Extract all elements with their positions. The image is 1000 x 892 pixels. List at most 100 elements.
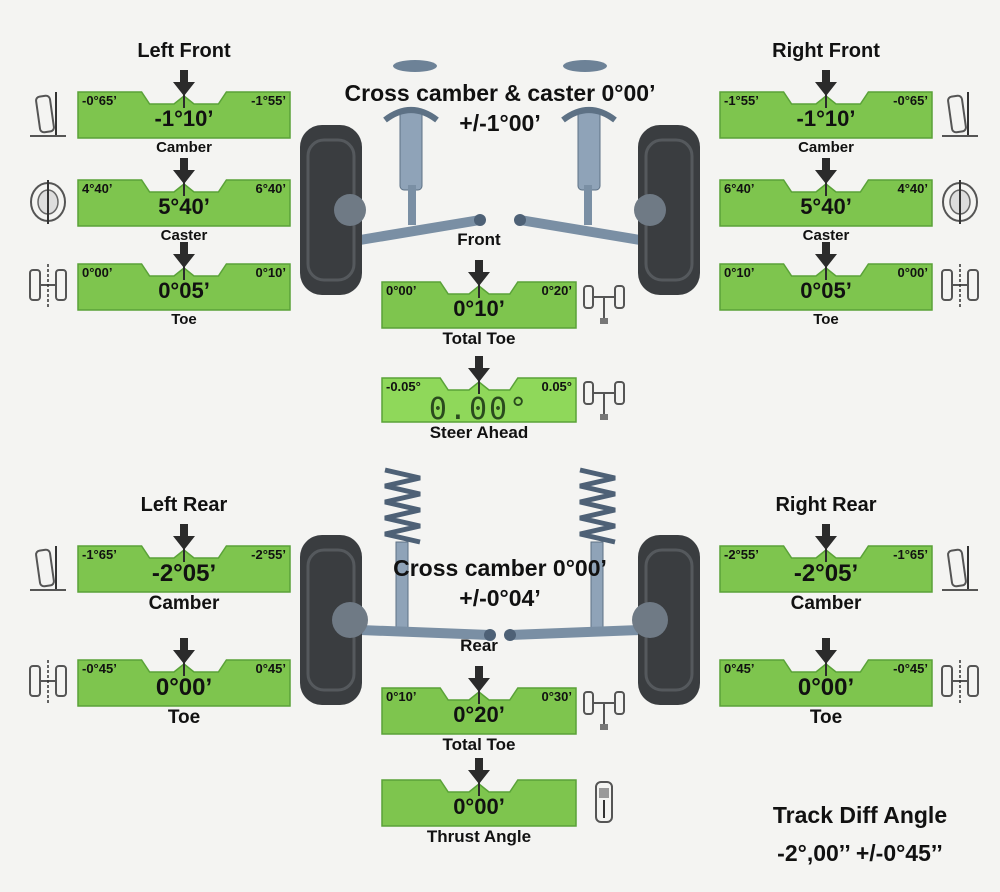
gauge-value: -2°05’ <box>151 560 217 587</box>
gauge-label: Camber <box>798 139 854 156</box>
gauge-min-limit: 0°00’ <box>386 283 417 298</box>
gauge-max-limit: 0°20’ <box>541 283 572 298</box>
gauge-bar <box>381 260 577 329</box>
right-front-camber-gauge: Right Front-1°55’-0°65’-1°10’Camber <box>719 40 978 160</box>
gauge-bar-shape <box>381 779 577 827</box>
gauge-max-limit: 6°40’ <box>255 181 286 196</box>
gauge-bar-shape <box>719 179 933 227</box>
gauge-pointer-arrow <box>468 260 490 286</box>
gauge-pointer-arrow <box>815 242 837 268</box>
gauge-bar <box>77 638 291 707</box>
gauge-max-limit: -0°65’ <box>893 93 928 108</box>
gauge-value: 0.00° <box>428 392 530 427</box>
right-front-caster-gauge: 6°40’4°40’5°40’Caster <box>719 158 978 248</box>
gauge-value: 5°40’ <box>800 194 852 219</box>
right-rear-toe-gauge: 0°45’ -0°45’ 0°00’ Toe <box>719 638 979 728</box>
gauge-bar-shape <box>381 687 577 735</box>
gauge-max-limit: -2°55’ <box>251 547 286 562</box>
gauge-bar-shape <box>77 91 291 139</box>
gauge-pointer-arrow <box>173 638 195 664</box>
gauge-max-limit: 0°45’ <box>255 661 286 676</box>
gauge-bar-shape <box>719 659 933 707</box>
axle-toe-icon <box>580 684 628 736</box>
front-cross-camber-heading: Cross camber & caster 0°00’ <box>344 80 656 106</box>
caster-wheel-icon <box>24 176 72 228</box>
gauge-title: Right Rear <box>775 494 877 516</box>
toe-wheel-icon <box>936 260 984 312</box>
gauge-pointer-arrow <box>468 758 490 784</box>
gauge-bar <box>381 356 577 423</box>
gauge-label: Total Toe <box>442 329 516 348</box>
gauge-min-limit: -0°45’ <box>82 661 117 676</box>
gauge-bar <box>77 70 291 139</box>
gauge-max-limit: 0.05° <box>541 379 572 394</box>
gauge-min-limit: 0°10’ <box>724 265 755 280</box>
gauge-label: Toe <box>809 707 843 728</box>
rear-suspension-illustration <box>300 467 700 705</box>
gauge-label: Steer Ahead <box>429 423 529 442</box>
axle-toe-icon <box>580 278 628 330</box>
gauge-bar <box>381 666 577 735</box>
gauge-label: Caster <box>160 227 208 244</box>
gauge-label: Camber <box>790 593 862 614</box>
thrust-angle-gauge: 0°00’ Thrust Angle <box>381 758 613 848</box>
left-rear-camber-gauge: Left Rear -1°65’ -2°55’ -2°05’ Camber <box>30 494 291 614</box>
gauge-max-limit: -0°45’ <box>893 661 928 676</box>
front-cross-camber-tolerance: +/-1°00’ <box>459 110 541 136</box>
gauge-pointer-arrow <box>173 70 195 96</box>
gauge-value: -2°05’ <box>793 560 859 587</box>
gauge-min-limit: -0°65’ <box>82 93 117 108</box>
gauge-value: 0°05’ <box>800 278 852 303</box>
gauge-min-limit: 0°45’ <box>724 661 755 676</box>
gauge-title: Rear <box>460 636 498 655</box>
gauge-max-limit: 0°10’ <box>255 265 286 280</box>
gauge-label: Thrust Angle <box>426 827 532 846</box>
gauge-min-limit: -1°65’ <box>82 547 117 562</box>
gauge-pointer-arrow <box>173 158 195 184</box>
gauge-pointer-arrow <box>815 524 837 550</box>
gauge-min-limit: -2°55’ <box>724 547 759 562</box>
gauge-value: 0°00’ <box>797 674 855 701</box>
gauge-bar-shape <box>719 545 933 593</box>
gauge-label: Camber <box>156 139 212 156</box>
toe-wheel-icon <box>24 656 72 708</box>
gauge-title: Left Rear <box>140 494 228 516</box>
gauge-bar-shape <box>381 281 577 329</box>
gauge-value: 5°40’ <box>158 194 210 219</box>
gauge-label: Total Toe <box>442 735 516 754</box>
gauge-value: 0°00’ <box>453 794 505 819</box>
gauge-title: Left Front <box>137 40 231 62</box>
gauge-bar-shape <box>719 91 933 139</box>
toe-wheel-icon <box>936 656 984 708</box>
camber-wheel-icon <box>936 88 984 140</box>
gauge-bar-shape <box>77 545 291 593</box>
gauge-min-limit: -0.05° <box>386 379 421 394</box>
gauge-max-limit: -1°55’ <box>251 93 286 108</box>
gauge-bar <box>719 70 933 139</box>
front-suspension-illustration <box>300 60 700 295</box>
gauge-pointer-arrow <box>468 356 490 382</box>
gauge-min-limit: 6°40’ <box>724 181 755 196</box>
gauge-bar <box>77 242 291 311</box>
gauge-bar <box>381 758 577 827</box>
gauge-label: Camber <box>148 593 220 614</box>
gauge-bar <box>719 158 933 227</box>
gauge-bar-shape <box>719 263 933 311</box>
gauge-bar <box>719 242 933 311</box>
camber-wheel-icon <box>24 542 72 594</box>
left-rear-toe-gauge: -0°45’0°45’0°00’Toe <box>29 638 291 728</box>
gauge-bar <box>719 524 933 593</box>
left-front-toe-gauge: 0°00’0°10’0°05’Toe <box>29 242 291 332</box>
gauge-bar <box>77 158 291 227</box>
gauge-bar-shape <box>77 263 291 311</box>
caster-wheel-icon <box>936 176 984 228</box>
gauge-title: Front <box>457 230 501 249</box>
gauge-pointer-arrow <box>815 70 837 96</box>
gauge-value: 0°05’ <box>158 278 210 303</box>
gauge-pointer-arrow <box>173 242 195 268</box>
gauge-value: 0°20’ <box>453 702 505 727</box>
toe-wheel-icon <box>24 260 72 312</box>
track-diff-angle-value: -2°,00’’ +/-0°45’’ <box>777 840 943 866</box>
